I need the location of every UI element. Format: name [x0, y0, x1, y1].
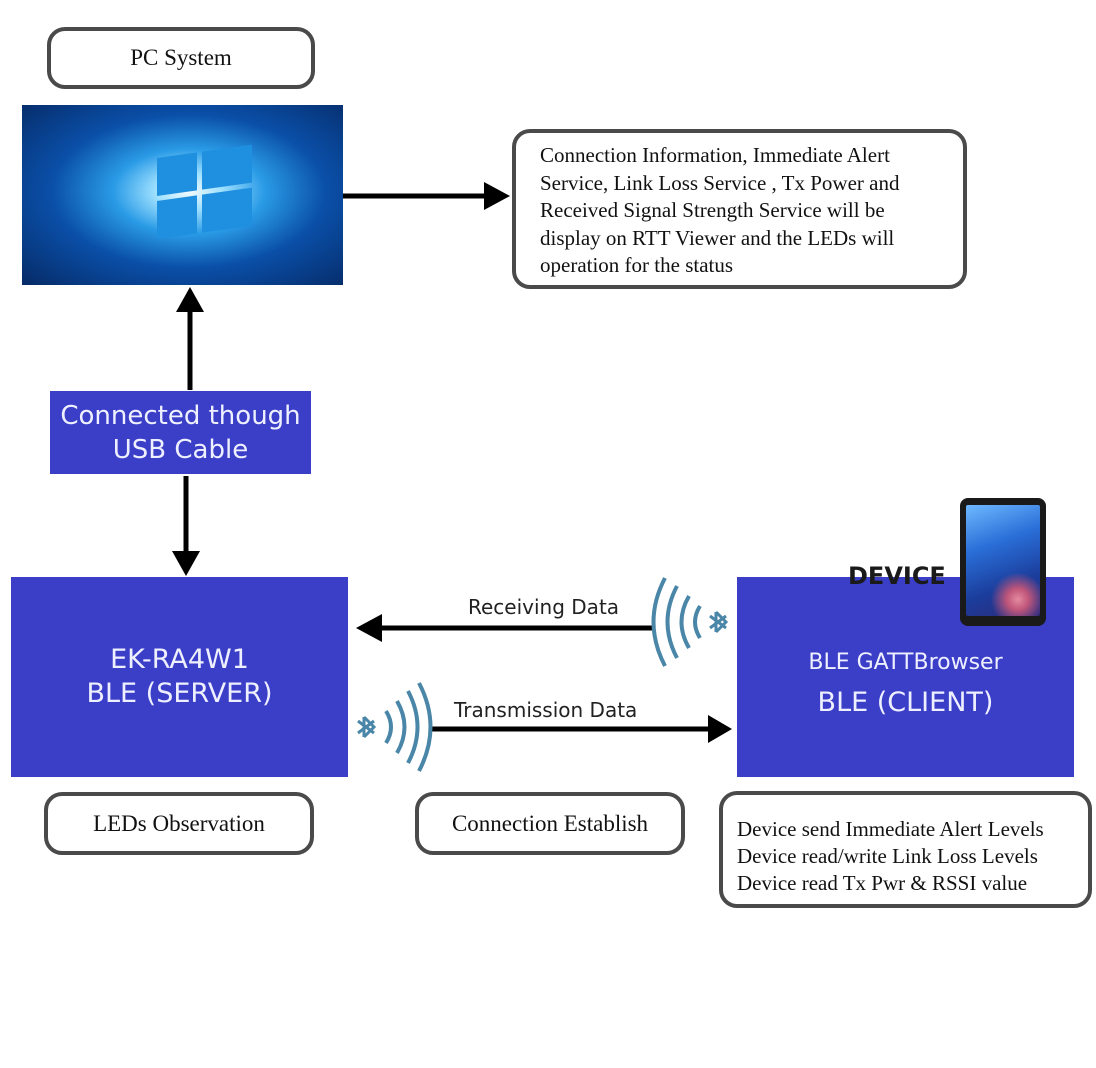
device-note-line: Device send Immediate Alert Levels [737, 817, 1044, 841]
info-line: Service, Link Loss Service , Tx Power an… [540, 170, 900, 195]
info-line: operation for the status [540, 253, 734, 277]
info-line: Connection Information, Immediate Alert [540, 143, 890, 167]
windows-logo-icon [157, 144, 252, 239]
usb-to-server-arrowhead [172, 551, 200, 576]
receiving-arrowhead [356, 614, 382, 642]
device-actions-note: Device send Immediate Alert Levels Devic… [719, 791, 1092, 908]
connection-establish-label: Connection Establish [415, 792, 685, 855]
transmission-data-label: Transmission Data [454, 698, 638, 722]
receiving-data-label: Receiving Data [468, 595, 620, 619]
device-label: DEVICE [848, 562, 946, 590]
client-line-1: BLE GATTBrowser [808, 650, 1003, 675]
ble-server-block: EK-RA4W1 BLE (SERVER) [11, 577, 348, 777]
device-note-line: Device read/write Link Loss Levels [737, 844, 1038, 868]
info-line: Received Signal Strength Service will be [540, 198, 885, 222]
pc-system-text: PC System [130, 45, 232, 70]
device-note-line: Device read Tx Pwr & RSSI value [737, 871, 1028, 895]
bluetooth-icon [651, 577, 729, 667]
server-line-2: BLE (SERVER) [86, 678, 273, 709]
pc-to-info-arrowhead [484, 182, 510, 210]
bluetooth-icon [357, 682, 433, 772]
leds-observation-label: LEDs Observation [44, 792, 314, 855]
usb-to-pc-arrowhead [176, 287, 204, 312]
transmission-arrowhead [708, 715, 732, 743]
windows-screen-image [22, 105, 343, 285]
info-line: display on RTT Viewer and the LEDs will [540, 225, 895, 250]
status-info-box: Connection Information, Immediate Alert … [512, 129, 967, 289]
leds-text: LEDs Observation [93, 810, 265, 836]
client-line-2: BLE (CLIENT) [817, 687, 994, 718]
usb-cable-block: Connected though USB Cable [50, 391, 311, 474]
usb-line-2: USB Cable [112, 434, 249, 465]
connection-text: Connection Establish [451, 810, 649, 836]
usb-line-1: Connected though [60, 400, 301, 431]
pc-system-label: PC System [47, 27, 315, 89]
tablet-icon [960, 498, 1046, 626]
server-line-1: EK-RA4W1 [110, 644, 249, 675]
